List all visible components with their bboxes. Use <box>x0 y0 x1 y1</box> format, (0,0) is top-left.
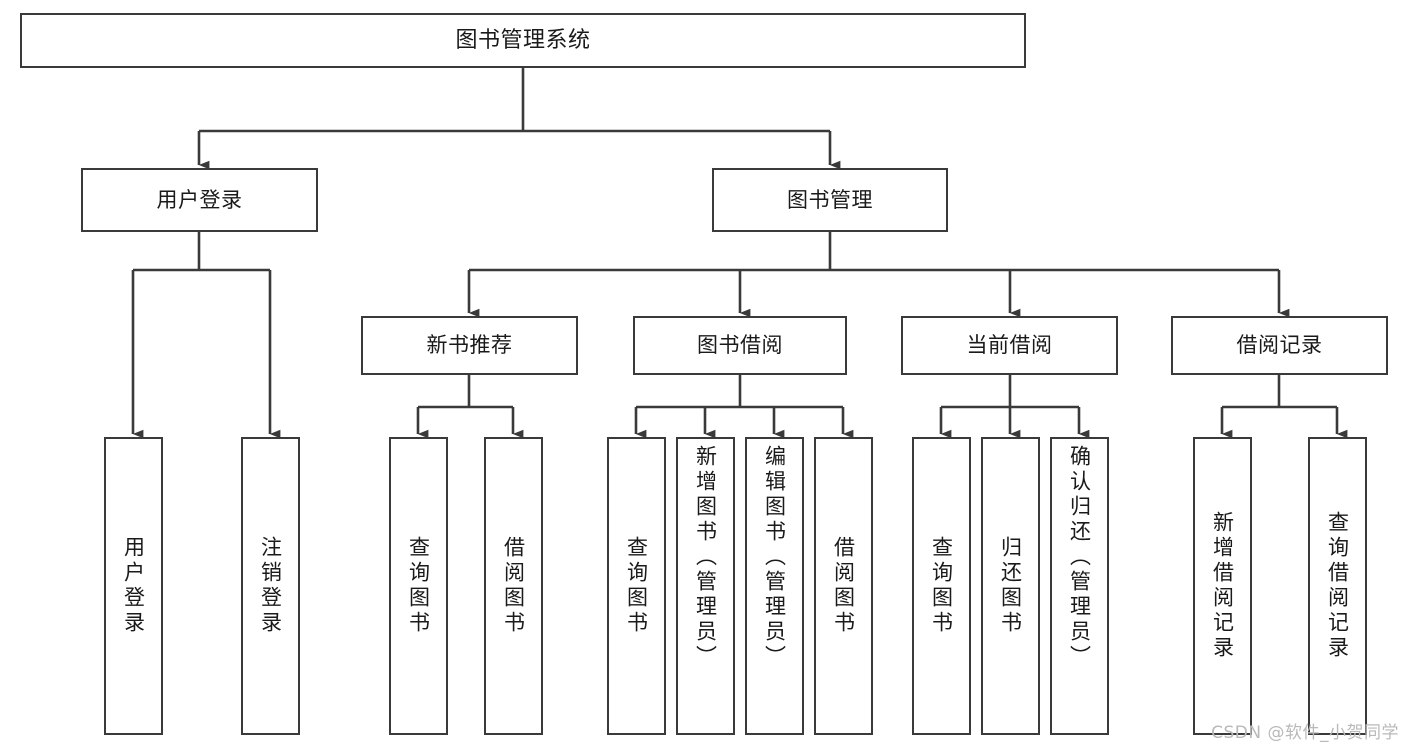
node-new-book-recommend[interactable]: 新书推荐 <box>361 316 578 375</box>
node-label: 新书推荐 <box>426 333 513 357</box>
node-leaf-query-book-2[interactable]: 查询图书 <box>607 437 666 735</box>
node-label: 查询图书 <box>929 536 954 636</box>
node-label: 确认归还（管理员） <box>1067 445 1092 670</box>
node-root-system[interactable]: 图书管理系统 <box>20 13 1026 68</box>
node-label: 编辑图书（管理员） <box>762 445 787 670</box>
node-current-borrow[interactable]: 当前借阅 <box>901 316 1118 375</box>
node-label: 图书管理 <box>787 187 873 212</box>
node-label: 查询图书 <box>624 536 649 636</box>
node-label: 借阅图书 <box>831 536 856 636</box>
node-leaf-logout-login[interactable]: 注销登录 <box>241 437 300 735</box>
node-book-borrow[interactable]: 图书借阅 <box>633 316 847 375</box>
node-user-login[interactable]: 用户登录 <box>81 168 318 232</box>
node-borrow-record[interactable]: 借阅记录 <box>1171 316 1388 375</box>
node-label: 图书管理系统 <box>455 27 591 53</box>
node-book-manage[interactable]: 图书管理 <box>712 168 948 232</box>
node-label: 用户登录 <box>156 187 243 212</box>
node-leaf-query-book-1[interactable]: 查询图书 <box>389 437 448 735</box>
node-leaf-add-book-admin[interactable]: 新增图书（管理员） <box>676 437 735 735</box>
node-leaf-confirm-return-admin[interactable]: 确认归还（管理员） <box>1050 437 1109 735</box>
node-label: 注销登录 <box>258 536 283 636</box>
node-leaf-query-borrow-record[interactable]: 查询借阅记录 <box>1308 437 1367 735</box>
node-leaf-query-book-3[interactable]: 查询图书 <box>912 437 971 735</box>
node-label: 查询图书 <box>406 536 431 636</box>
node-label: 新增借阅记录 <box>1210 511 1235 661</box>
node-label: 借阅记录 <box>1236 333 1323 357</box>
node-label: 用户登录 <box>121 536 146 636</box>
node-label: 借阅图书 <box>501 536 526 636</box>
node-leaf-user-login[interactable]: 用户登录 <box>104 437 163 735</box>
watermark-text: CSDN @软件_小贺同学 <box>1211 723 1399 743</box>
node-leaf-borrow-book-1[interactable]: 借阅图书 <box>484 437 543 735</box>
node-label: 当前借阅 <box>966 333 1053 357</box>
node-label: 图书借阅 <box>697 333 783 357</box>
node-leaf-borrow-book-2[interactable]: 借阅图书 <box>814 437 873 735</box>
node-label: 新增图书（管理员） <box>693 445 718 670</box>
node-leaf-return-book[interactable]: 归还图书 <box>981 437 1040 735</box>
node-leaf-edit-book-admin[interactable]: 编辑图书（管理员） <box>745 437 804 735</box>
node-label: 查询借阅记录 <box>1325 511 1350 661</box>
node-leaf-add-borrow-record[interactable]: 新增借阅记录 <box>1193 437 1252 735</box>
node-label: 归还图书 <box>998 536 1023 636</box>
